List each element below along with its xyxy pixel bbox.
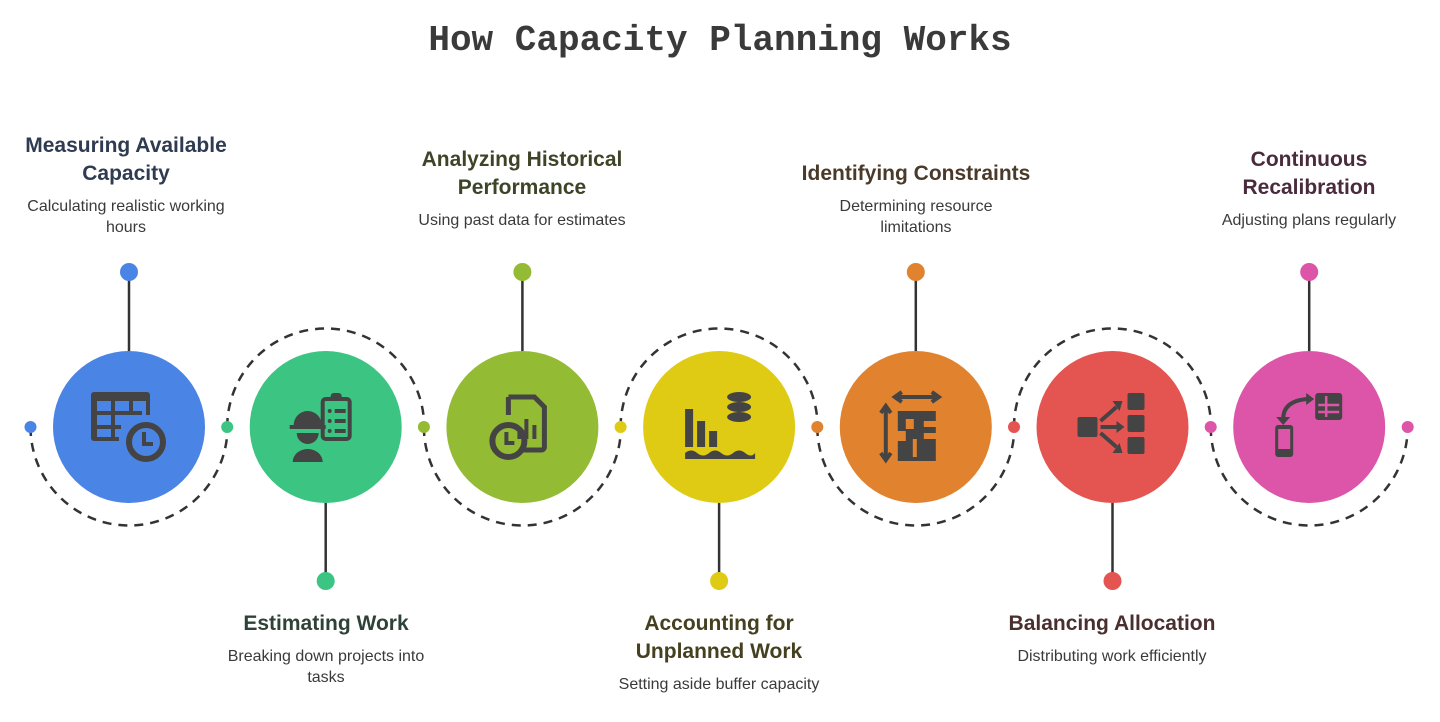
clock-face — [489, 422, 528, 460]
path-dot — [221, 421, 234, 433]
connector-dot — [1103, 572, 1122, 590]
database-disk — [727, 412, 752, 422]
path-dot — [614, 421, 627, 433]
clock-face — [126, 422, 166, 462]
step-label-7: Continuous Recalibration Adjusting plans… — [1179, 146, 1439, 231]
source-box — [1077, 417, 1098, 437]
target-box — [1127, 437, 1145, 454]
clock-hands — [504, 432, 515, 445]
chart-database-icon — [685, 392, 756, 459]
connector-dot — [316, 572, 335, 590]
step-desc: Setting aside buffer capacity — [618, 676, 820, 693]
step-title: Measuring Available Capacity — [25, 134, 227, 185]
step-desc: Distributing work efficiently — [1017, 648, 1207, 665]
document — [508, 394, 547, 453]
step-title: Balancing Allocation — [1008, 612, 1216, 635]
device-sync-icon — [1275, 393, 1343, 457]
report-clock-icon — [489, 394, 547, 460]
dashed-connector-arc — [225, 327, 426, 428]
step-desc: Breaking down projects into tasks — [227, 648, 425, 686]
step-circle-1 — [53, 351, 205, 503]
worker-clipboard-icon — [289, 393, 352, 462]
step-label-4: Accounting for Unplanned Work Setting as… — [589, 610, 849, 695]
connector-dot — [1300, 263, 1319, 281]
step-title: Estimating Work — [243, 612, 409, 635]
table-lines — [111, 401, 133, 437]
step-circle-3 — [446, 351, 599, 503]
step-title: Continuous Recalibration — [1242, 148, 1376, 199]
step-label-5: Identifying Constraints Determining reso… — [766, 160, 1066, 238]
line — [334, 429, 346, 433]
dashed-connector-arc — [816, 426, 1016, 527]
step-desc: Calculating realistic working hours — [27, 198, 225, 236]
target-box — [1127, 393, 1145, 410]
horizontal-arrow — [891, 390, 943, 404]
step-label-1: Measuring Available Capacity Calculating… — [0, 132, 256, 238]
bullet — [327, 409, 332, 413]
step-title: Identifying Constraints — [801, 162, 1031, 185]
bullet — [327, 429, 332, 433]
step-desc: Adjusting plans regularly — [1221, 212, 1397, 229]
face — [296, 433, 319, 444]
connector-dot — [120, 263, 138, 281]
step-label-2: Estimating Work Breaking down projects i… — [196, 610, 456, 688]
bar — [697, 421, 706, 447]
bar — [709, 431, 718, 447]
path-dot — [811, 421, 824, 433]
table-lines — [1318, 396, 1340, 417]
dashed-connector-arc — [29, 426, 229, 527]
line — [334, 419, 346, 423]
dashed-connector-arc — [422, 426, 623, 527]
step-circle-7 — [1233, 351, 1386, 503]
connector-dot — [513, 263, 532, 281]
dimensions-icon — [879, 390, 943, 464]
path-dot — [1204, 421, 1217, 433]
helmet — [289, 411, 326, 429]
bar — [685, 409, 694, 447]
arrow-heads — [1112, 401, 1125, 453]
body — [292, 449, 323, 462]
connector-dot — [710, 572, 729, 590]
blueprint-gap — [905, 419, 914, 429]
clock-hands — [142, 432, 153, 446]
step-circle-4 — [643, 351, 796, 503]
database-disk — [727, 392, 752, 402]
arrows — [1099, 405, 1119, 449]
line — [334, 409, 346, 413]
vertical-arrow — [879, 402, 893, 464]
step-label-6: Balancing Allocation Distributing work e… — [972, 610, 1252, 667]
dashed-connector-arc — [1012, 327, 1213, 428]
table-clock-icon — [91, 392, 166, 462]
path-dot — [1401, 421, 1414, 433]
database-disk — [727, 402, 752, 412]
step-label-3: Analyzing Historical Performance Using p… — [392, 146, 652, 231]
dashed-connector-arc — [1209, 426, 1409, 527]
table — [1315, 393, 1343, 420]
step-desc: Using past data for estimates — [418, 212, 626, 229]
step-desc: Determining resource limitations — [839, 198, 993, 236]
bullet — [327, 419, 332, 423]
step-title: Accounting for Unplanned Work — [635, 612, 803, 663]
dashed-connector-arc — [619, 327, 819, 428]
arrow-heads — [1276, 393, 1315, 425]
phone-screen — [1278, 429, 1291, 449]
path-dot — [417, 421, 430, 433]
distribution-icon — [1077, 393, 1145, 454]
connector-dot — [906, 263, 925, 281]
path-dot — [1008, 421, 1020, 433]
clip — [330, 393, 342, 401]
water — [685, 450, 756, 459]
step-title: Analyzing Historical Performance — [421, 148, 623, 199]
blueprint-gap — [912, 439, 917, 457]
sync-arrow — [1281, 397, 1308, 420]
path-dot — [24, 421, 37, 433]
page-title: How Capacity Planning Works — [428, 20, 1012, 61]
target-box — [1127, 415, 1145, 432]
table-shape — [91, 392, 150, 441]
